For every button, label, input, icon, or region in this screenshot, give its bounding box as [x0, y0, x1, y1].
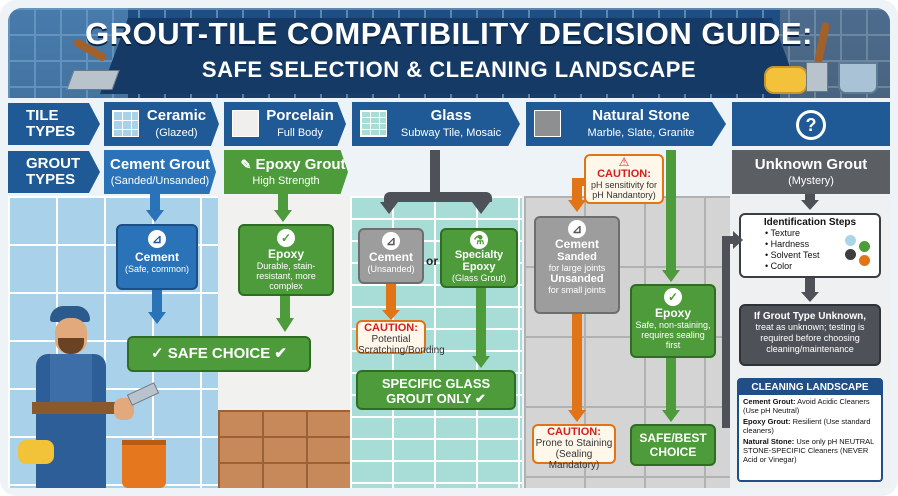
page-subtitle: SAFE SELECTION & CLEANING LANDSCAPE: [201, 57, 697, 82]
cleaning-item: Epoxy Grout: Resilient (Use standard cle…: [743, 417, 871, 435]
grout-types-label: GROUT TYPES: [8, 151, 100, 193]
identification-steps-box: Identification Steps • Texture • Hardnes…: [739, 213, 881, 278]
safe-choice-box: ✓ SAFE CHOICE ✔: [127, 336, 311, 372]
title-banner-shape: [100, 18, 800, 94]
cleaning-landscape-legend: CLEANING LANDSCAPE Cement Grout: Avoid A…: [737, 378, 883, 482]
connector-line: [722, 236, 730, 428]
id-step: • Color: [765, 261, 793, 271]
glass-result-box: SPECIFIC GLASS GROUT ONLY ✔: [356, 370, 516, 410]
grout-epoxy: ✎ Epoxy Grout High Strength: [224, 150, 348, 194]
cleaning-item: Cement Grout: Avoid Acidic Cleaners (Use…: [743, 397, 870, 415]
stone-cement-box: ⊿ Cement Sanded for large joints Unsande…: [534, 216, 620, 314]
glass-caution-box: CAUTION: Potential Scratching/Bonding: [356, 320, 445, 356]
check-circle-icon: ✓: [150, 345, 164, 362]
color-swatch-icon: [845, 249, 856, 260]
color-swatch-icon: [859, 241, 870, 252]
bucket-icon: [838, 62, 878, 94]
tile-unknown: ?: [732, 102, 890, 146]
color-swatch-icon: [845, 235, 856, 246]
page-title: GROUT-TILE COMPATIBILITY DECISION GUIDE:: [85, 16, 813, 51]
stone-result-box: SAFE/BEST CHOICE: [630, 424, 716, 466]
trowel-icon: ⊿: [148, 230, 166, 248]
shield-icon: ✓: [664, 288, 682, 306]
shield-icon: ✓: [277, 229, 295, 247]
stone-epoxy-box: ✓ Epoxy Safe, non-staining, requires sea…: [630, 284, 716, 358]
trowel-icon: ⊿: [382, 232, 400, 250]
flask-icon: ⚗: [470, 231, 488, 249]
id-step: • Solvent Test: [765, 250, 820, 260]
stone-staining-caution-box: CAUTION: Prone to Staining (Sealing Mand…: [532, 424, 616, 471]
unknown-grout-box: If Grout Type Unknown, treat as unknown;…: [739, 304, 881, 366]
id-step: • Hardness: [765, 239, 810, 249]
trowel-icon: ⊿: [568, 220, 586, 238]
or-label: or: [426, 254, 438, 268]
stone-ph-caution-box: ⚠ CAUTION: pH sensitivity for pH Nandant…: [584, 154, 664, 204]
porcelain-floor-tiles: [218, 410, 350, 488]
id-step: • Texture: [765, 228, 801, 238]
color-swatch-icon: [859, 255, 870, 266]
ceramic-cement-box: ⊿ Cement (Safe, common): [116, 224, 198, 290]
tile-ceramic: Ceramic(Glazed): [104, 102, 219, 146]
sponge-icon: [764, 66, 808, 94]
glass-cement-box: ⊿ Cement (Unsanded): [358, 228, 424, 284]
brush-icon: ✎: [240, 157, 252, 172]
header-banner: [8, 8, 890, 98]
warning-icon: ⚠: [618, 155, 630, 169]
cleaning-item: Natural Stone: Use only pH NEUTRAL STONE…: [743, 437, 875, 464]
tile-types-label: TILE TYPES: [8, 103, 100, 145]
glass-specialty-epoxy-box: ⚗ Specialty Epoxy (Glass Grout): [440, 228, 518, 288]
check-icon: ✔: [474, 391, 486, 406]
porcelain-epoxy-box: ✓ Epoxy Durable, stain-resistant, more c…: [238, 224, 334, 296]
question-icon: ?: [796, 110, 826, 140]
check-icon: ✔: [274, 345, 287, 362]
grout-unknown: Unknown Grout(Mystery): [732, 150, 890, 194]
grout-cement: Cement Grout(Sanded/Unsanded): [104, 150, 216, 194]
